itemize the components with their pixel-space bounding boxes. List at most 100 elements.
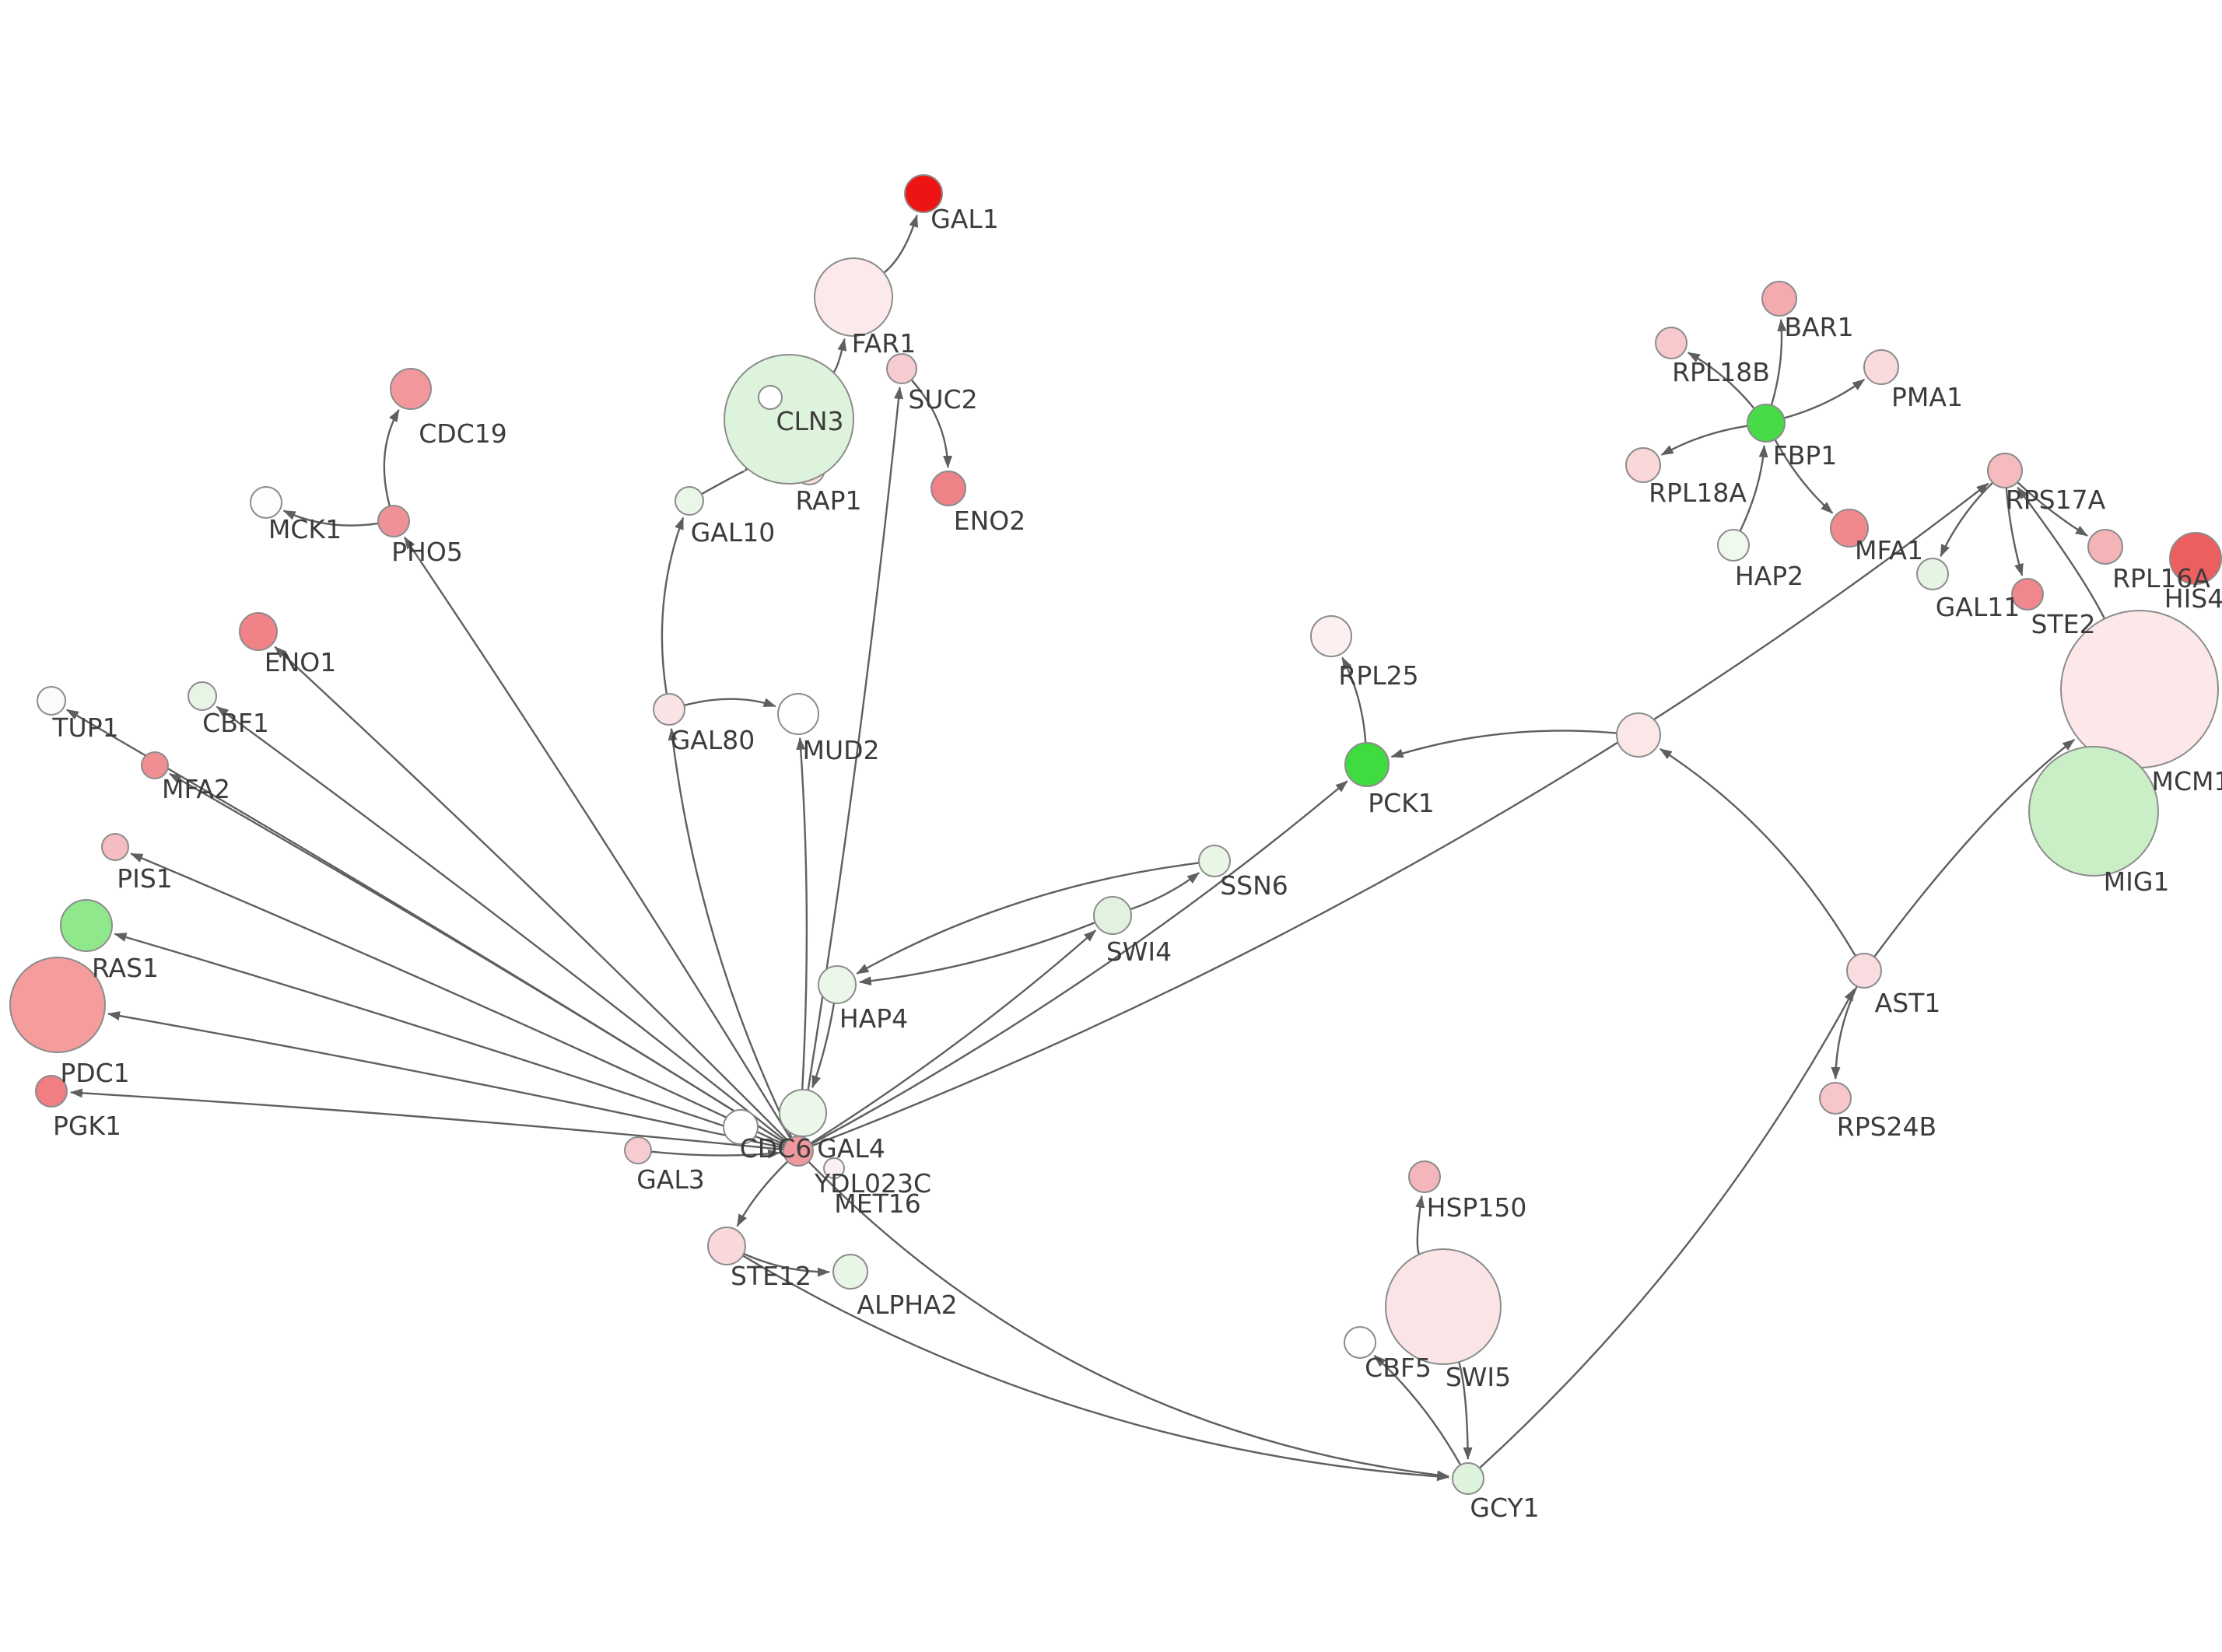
node-mud2[interactable] <box>777 693 819 735</box>
edge-HAP2-FBP1[interactable] <box>1739 444 1768 532</box>
node-cdc6[interactable] <box>723 1109 759 1145</box>
edge-GAL3-GAL4[interactable] <box>650 1149 781 1159</box>
edge-GAL4-SUC2[interactable] <box>799 386 904 1137</box>
node-gal10[interactable] <box>675 486 704 516</box>
node-cdc19[interactable] <box>390 368 432 410</box>
edge-SWI4-HAP4[interactable] <box>858 921 1096 986</box>
node-mfa1[interactable] <box>1830 509 1869 548</box>
edge-AST1-MCM1[interactable] <box>1873 738 2076 958</box>
edge-SWI5-GCY1[interactable] <box>1458 1361 1473 1460</box>
node-alpha2[interactable] <box>832 1254 868 1290</box>
edge-RPS17A-GAL11[interactable] <box>1940 481 1994 558</box>
node-pho5[interactable] <box>377 505 410 537</box>
node-pma1[interactable] <box>1863 349 1899 385</box>
edge-FBP1-BAR1[interactable] <box>1770 318 1787 406</box>
edge-FBP1-PMA1[interactable] <box>1783 379 1866 419</box>
edge-FBP1-RPL18A[interactable] <box>1660 425 1748 456</box>
node-ast1[interactable] <box>1846 953 1882 989</box>
edge-AST1-UNLB1[interactable] <box>1659 747 1856 957</box>
edge-GCY1-AST1[interactable] <box>1478 988 1856 1469</box>
edge-STE12-ALPHA2[interactable] <box>743 1252 830 1277</box>
node-ste12[interactable] <box>707 1227 746 1265</box>
node-suc2[interactable] <box>886 353 917 384</box>
node-gal3[interactable] <box>624 1136 652 1164</box>
node-unlabeled-unlb1[interactable] <box>1616 712 1661 758</box>
node-swi4[interactable] <box>1093 896 1132 935</box>
node-rpl18b[interactable] <box>1655 327 1688 359</box>
edge-FAR1-GAL1[interactable] <box>883 214 919 274</box>
edge-GAL4-GCY1[interactable] <box>808 1160 1450 1480</box>
node-hap4[interactable] <box>818 965 857 1004</box>
edge-STE12-GCY1[interactable] <box>741 1255 1450 1482</box>
node-gal4[interactable] <box>783 1136 814 1167</box>
node-cbf1[interactable] <box>188 681 217 711</box>
node-fbp1[interactable] <box>1747 404 1786 443</box>
node-rpl16a[interactable] <box>2087 529 2123 565</box>
edge-GAL4-SWI4[interactable] <box>810 929 1097 1144</box>
node-gal11[interactable] <box>1916 558 1949 590</box>
edge-SWI5-HSP150[interactable] <box>1415 1195 1425 1255</box>
node-hsp150[interactable] <box>1408 1160 1441 1193</box>
edge-GAL4-ENO1[interactable] <box>274 646 789 1142</box>
node-cbf5[interactable] <box>1344 1326 1376 1359</box>
edge-GAL80-MUD2[interactable] <box>684 698 776 708</box>
node-far1[interactable] <box>814 257 893 337</box>
edge-GAL4-STE12[interactable] <box>736 1160 789 1227</box>
edge-GAL4-GAL80[interactable] <box>668 727 793 1139</box>
edge-AST1-RPS24B[interactable] <box>1831 985 1858 1080</box>
node-tup1[interactable] <box>37 686 66 716</box>
edge-UNLB1-PCK1[interactable] <box>1390 730 1617 758</box>
edge-GAL4-RPS17A[interactable] <box>811 482 1989 1147</box>
edge-MCM1-RPS17A[interactable] <box>2017 486 2106 620</box>
edge-GAL4-PGK1[interactable] <box>69 1088 784 1151</box>
node-pgk1[interactable] <box>35 1075 68 1108</box>
edge-GAL4-PCK1[interactable] <box>811 780 1348 1146</box>
node-gcy1[interactable] <box>1452 1462 1484 1495</box>
node-ras1[interactable] <box>60 899 113 952</box>
node-ydl023c[interactable] <box>779 1089 827 1137</box>
node-eno2[interactable] <box>931 471 966 506</box>
node-rpl25[interactable] <box>1310 615 1352 657</box>
node-pdc1[interactable] <box>9 957 106 1053</box>
edge-GAL10-CLN3[interactable] <box>701 459 756 495</box>
edge-CLN3-FAR1[interactable] <box>832 338 847 373</box>
edge-RPS17A-STE2[interactable] <box>2005 487 2024 576</box>
node-mck1[interactable] <box>250 486 282 519</box>
node-pck1[interactable] <box>1344 742 1390 787</box>
edge-GAL4-MFA2[interactable] <box>169 772 787 1144</box>
node-mfa2[interactable] <box>141 751 169 779</box>
node-rps17a[interactable] <box>1987 453 2023 488</box>
node-ssn6[interactable] <box>1198 845 1231 877</box>
node-pis1[interactable] <box>101 833 129 861</box>
node-met16[interactable] <box>823 1157 845 1179</box>
edge-GAL4-PDC1[interactable] <box>107 1011 784 1150</box>
edge-GAL80-GAL10[interactable] <box>661 516 685 695</box>
edge-GAL4-PHO5[interactable] <box>403 536 792 1139</box>
node-ste2[interactable] <box>2011 578 2044 611</box>
node-rps24b[interactable] <box>1819 1082 1852 1115</box>
edge-GAL4-CBF1[interactable] <box>216 705 787 1143</box>
node-hap2[interactable] <box>1717 529 1750 562</box>
node-gal1[interactable] <box>904 174 943 213</box>
edge-SSN6-HAP4[interactable] <box>856 862 1200 975</box>
node-swi5[interactable] <box>1385 1248 1502 1365</box>
edge-PHO5-CDC19[interactable] <box>383 409 400 506</box>
edge-GAL4-MUD2[interactable] <box>796 737 808 1137</box>
node-gal80[interactable] <box>653 693 685 726</box>
edge-PCK1-RPL25[interactable] <box>1341 656 1367 744</box>
node-cln3[interactable] <box>724 354 854 485</box>
edge-HAP4-YDL023C[interactable] <box>811 1003 836 1089</box>
node-his4[interactable] <box>2169 532 2222 585</box>
node-bar1[interactable] <box>1761 281 1797 317</box>
node-unlabeled-white1[interactable] <box>758 385 783 410</box>
edge-GAL4-PIS1[interactable] <box>130 852 786 1146</box>
node-eno1[interactable] <box>239 612 278 651</box>
edge-SUC2-ENO2[interactable] <box>910 379 953 469</box>
edge-FBP1-RPL18B[interactable] <box>1687 352 1755 410</box>
edge-PHO5-MCK1[interactable] <box>282 509 379 527</box>
edge-FBP1-MFA1[interactable] <box>1774 439 1834 514</box>
edge-GAL4-RAS1[interactable] <box>114 933 785 1148</box>
node-mig1[interactable] <box>2028 746 2159 877</box>
node-rpl18a[interactable] <box>1625 447 1661 483</box>
